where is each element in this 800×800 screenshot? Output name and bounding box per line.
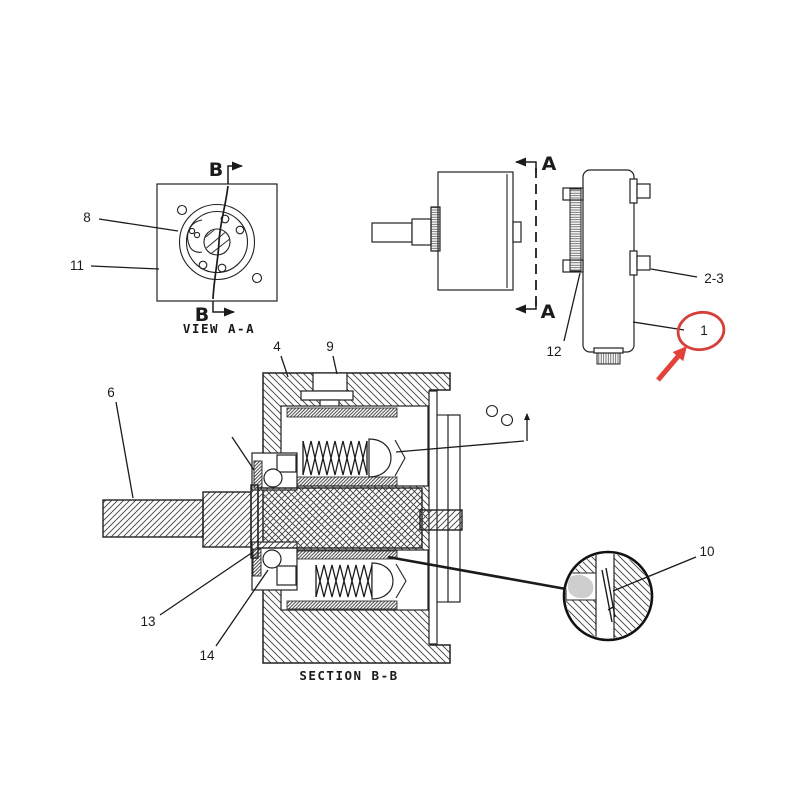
upper-valve-seat — [394, 439, 406, 477]
leader-1 — [632, 321, 685, 331]
valve-seat-plate — [286, 407, 398, 418]
valve-seat-plate — [286, 476, 398, 487]
upper-seal — [253, 460, 263, 489]
highlight-arrow — [656, 346, 687, 382]
section-cut-line-b — [212, 185, 229, 300]
pump-shaft-section — [102, 484, 423, 559]
plug-threads — [596, 352, 621, 365]
pump-body — [437, 171, 514, 291]
detail-reference-line — [387, 555, 567, 591]
callout-12: 12 — [546, 344, 561, 359]
pump-end-view: 12 2-3 1 — [546, 169, 726, 382]
leader-11 — [90, 265, 160, 270]
flange-hole — [217, 263, 227, 273]
cut-letter-b-bottom: B — [195, 304, 209, 326]
fitting-top — [636, 183, 651, 199]
shaft-hub — [203, 228, 231, 256]
plug-flange — [593, 347, 624, 354]
pin-head — [300, 390, 354, 401]
leader-4 — [280, 355, 289, 378]
upper-poppet — [368, 438, 392, 478]
lower-bearing-race — [276, 565, 297, 586]
mounting-plate — [156, 183, 278, 302]
lower-valve-seat — [395, 563, 407, 599]
orifice-hole — [193, 231, 201, 239]
valve-seat-plate — [286, 550, 398, 560]
upper-relief-spring — [302, 440, 368, 476]
leader-8 — [98, 218, 179, 232]
view-a-a: B B VIEW A-A 8 11 — [70, 159, 278, 336]
leader-13 — [159, 551, 254, 616]
cut-letter-a-top: A — [542, 153, 557, 175]
cut-arrow-b-top — [227, 161, 243, 184]
cut-letter-b-top: B — [209, 159, 223, 181]
flange-hole — [235, 225, 245, 235]
pin-slot — [312, 372, 348, 392]
highlight-ellipse — [676, 310, 726, 352]
leader-12 — [563, 272, 581, 342]
fitting-mid — [636, 255, 651, 271]
view-a-a-caption: VIEW A-A — [183, 321, 255, 336]
callout-13: 13 — [140, 614, 155, 629]
cut-arrow-a-top — [515, 157, 537, 172]
leader-10 — [612, 556, 697, 592]
callout-11: 11 — [70, 258, 84, 273]
plate-hole — [251, 272, 263, 284]
cover-plate-outer — [447, 414, 461, 603]
leader-upper-seal — [231, 436, 255, 471]
callout-8: 8 — [83, 210, 91, 225]
port-boss — [512, 221, 522, 243]
callout-6: 6 — [107, 385, 115, 400]
lower-bearing-ball — [262, 549, 282, 569]
section-b-b: 4 9 6 13 14 SECTION B-B — [102, 339, 530, 683]
wear-spot — [567, 574, 594, 599]
gasket-strip — [569, 188, 582, 272]
callout-9: 9 — [326, 339, 334, 354]
pocket-outline — [187, 219, 203, 253]
callout-4: 4 — [273, 339, 281, 354]
cut-arrow-a-bottom — [515, 300, 537, 314]
detail-view-10: 10 — [387, 544, 715, 642]
plate-hole — [176, 204, 188, 216]
upper-bearing-race — [276, 454, 297, 473]
orifice-hole — [188, 227, 196, 235]
cut-arrow-b-bottom — [212, 301, 235, 317]
section-b-b-caption: SECTION B-B — [299, 668, 398, 683]
leader-6 — [115, 401, 134, 499]
check-ball — [485, 404, 499, 418]
flange-outer-circle — [178, 203, 256, 281]
callout-14: 14 — [199, 648, 215, 663]
fitting-boss-top — [629, 178, 638, 204]
flange-hole — [198, 260, 208, 270]
flange-inner-circle — [185, 210, 249, 274]
valve-seat-plate — [286, 600, 398, 610]
check-ball — [500, 413, 514, 427]
upper-valve-bore — [280, 405, 429, 487]
fitting-boss-mid — [629, 250, 638, 276]
callout-1: 1 — [700, 323, 708, 338]
lower-poppet — [371, 562, 394, 600]
cut-letter-a-bottom: A — [541, 301, 556, 323]
splined-collar — [430, 206, 441, 252]
shaft-stub — [419, 509, 463, 531]
leader-2-3 — [650, 268, 698, 278]
drive-shaft-end — [371, 222, 413, 243]
callout-10: 10 — [699, 544, 714, 559]
leader-check-balls — [395, 440, 525, 453]
upper-bearing-ball — [263, 468, 283, 488]
pump-side-view: A A — [371, 153, 557, 323]
flange-hole — [220, 214, 230, 224]
pump-housing-profile — [582, 169, 635, 353]
metering-pin — [601, 567, 616, 623]
drive-shaft-step — [411, 218, 432, 246]
detail-internals — [565, 553, 651, 639]
leader-14 — [215, 569, 269, 647]
leader-9 — [332, 355, 338, 375]
callout-2-3: 2-3 — [704, 271, 724, 286]
